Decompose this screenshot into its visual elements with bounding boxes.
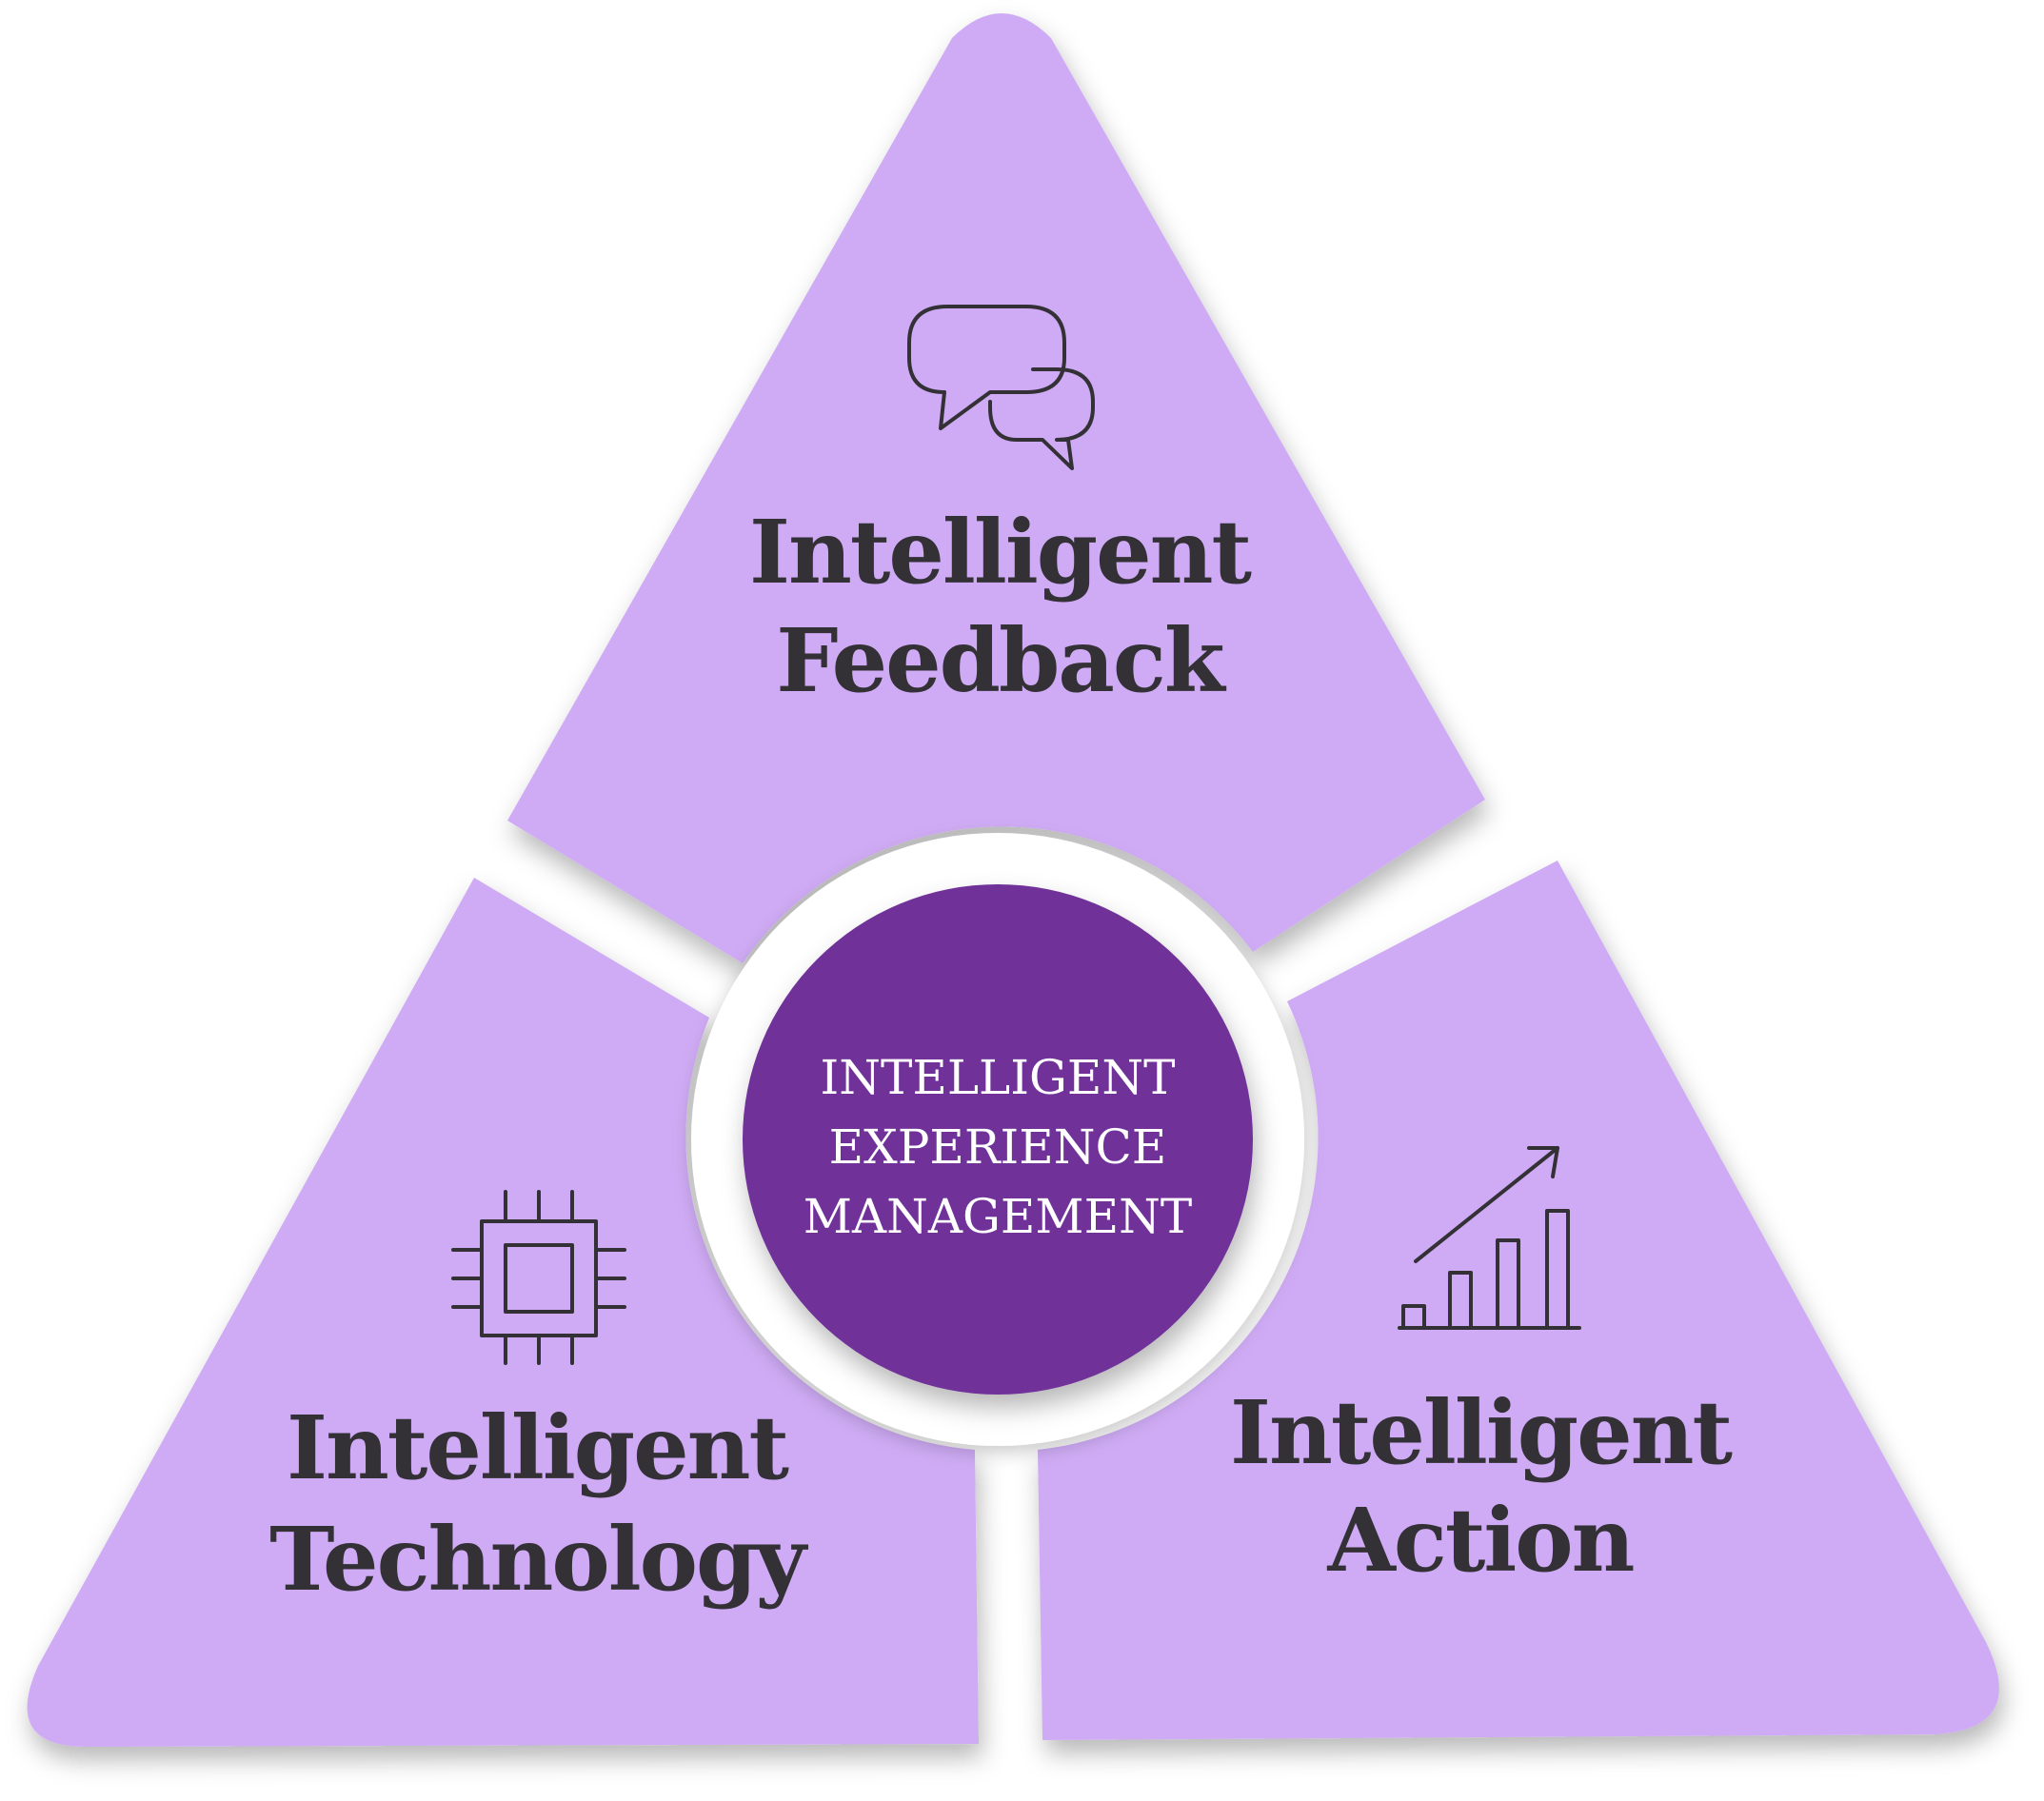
right-label-line-2: Action [1326,1489,1633,1592]
center-label-line-3: MANAGEMENT [804,1189,1192,1244]
right-label-line-1: Intelligent [1230,1381,1734,1484]
left-label-line-1: Intelligent [287,1396,790,1499]
microchip-icon [451,1190,626,1365]
center-circle [743,884,1253,1395]
left-label-line-2: Technology [269,1508,808,1611]
chat-bubbles-icon [907,305,1095,470]
segment-top [507,13,1485,963]
center-label-line-2: EXPERIENCE [829,1119,1167,1175]
top-label-line-2: Feedback [776,609,1227,712]
top-label-line-1: Intelligent [749,501,1253,604]
center-label-line-1: INTELLIGENT [820,1050,1175,1105]
segment-left [27,878,980,1747]
growth-bar-chart-icon [1398,1146,1581,1330]
